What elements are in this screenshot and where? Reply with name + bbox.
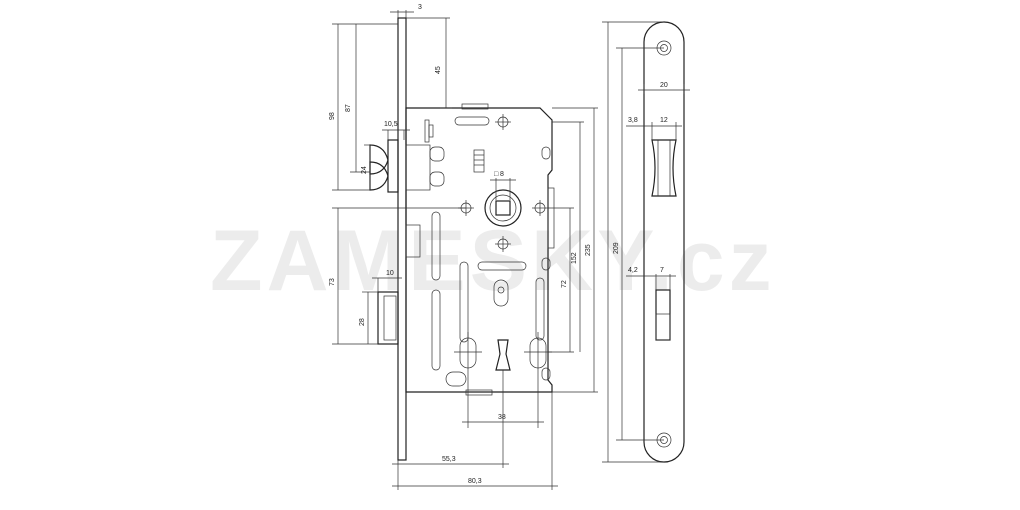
slot-top — [454, 116, 490, 126]
svg-text:235: 235 — [585, 244, 592, 256]
svg-text:73: 73 — [329, 278, 336, 286]
screw-hole-center — [495, 236, 511, 252]
svg-text:38: 38 — [498, 414, 506, 421]
deadbolt — [377, 224, 421, 345]
case-cap-top — [461, 103, 489, 110]
svg-text:7: 7 — [660, 267, 664, 274]
svg-text:72: 72 — [561, 280, 568, 288]
cylinder-cutout — [454, 332, 552, 372]
svg-text:12: 12 — [660, 117, 668, 124]
slot-horizontal — [477, 261, 527, 271]
strip-right — [547, 187, 555, 249]
svg-text:209: 209 — [613, 242, 620, 254]
lock-case-outline — [405, 107, 553, 393]
svg-text:3,8: 3,8 — [628, 117, 638, 124]
watermark: ZAMESKY.cz — [210, 213, 776, 309]
faceplate-front-view: 20 3,8 12 209 4,2 7 — [602, 21, 690, 463]
svg-text:152: 152 — [571, 252, 578, 264]
svg-text:3: 3 — [418, 4, 422, 11]
slot-vertical-1 — [431, 211, 441, 281]
faceplate-deadbolt-opening — [655, 289, 671, 341]
svg-text:10: 10 — [386, 270, 394, 277]
screw-hole-right — [532, 200, 548, 216]
body-right-dimensions: 72 152 235 — [548, 107, 598, 393]
svg-text:55,3: 55,3 — [442, 456, 456, 463]
svg-text:80,3: 80,3 — [468, 478, 482, 485]
slot-center — [493, 279, 509, 307]
bottom-lug — [445, 371, 467, 387]
svg-text:28: 28 — [359, 318, 366, 326]
slot-vertical-3 — [459, 261, 469, 343]
svg-text:24: 24 — [361, 166, 368, 174]
corner-lug-2 — [541, 257, 551, 271]
corner-lug-1 — [541, 146, 551, 160]
svg-text:98: 98 — [329, 112, 336, 120]
left-dimensions: 3 45 98 87 10,5 24 73 10 — [329, 4, 466, 345]
spring-gear — [473, 149, 485, 173]
svg-text:87: 87 — [345, 104, 352, 112]
svg-text:4,2: 4,2 — [628, 267, 638, 274]
corner-lug-3 — [541, 367, 551, 381]
lock-body-side-view: □ 8 — [369, 17, 555, 461]
case-cap-bottom — [465, 389, 493, 396]
screw-hole-top — [495, 114, 511, 130]
handle-follower — [484, 189, 522, 227]
slot-vertical-4 — [535, 277, 545, 341]
svg-text:45: 45 — [435, 66, 442, 74]
bottom-dimensions: 38 55,3 80,3 — [392, 370, 558, 490]
svg-text:20: 20 — [660, 82, 668, 89]
slot-vertical-2 — [431, 289, 441, 371]
svg-text:□: □ — [494, 171, 499, 178]
faceplate-latch-opening — [651, 139, 677, 197]
svg-text:10,5: 10,5 — [384, 121, 398, 128]
svg-text:8: 8 — [500, 171, 504, 178]
latch-bolt — [369, 119, 445, 193]
